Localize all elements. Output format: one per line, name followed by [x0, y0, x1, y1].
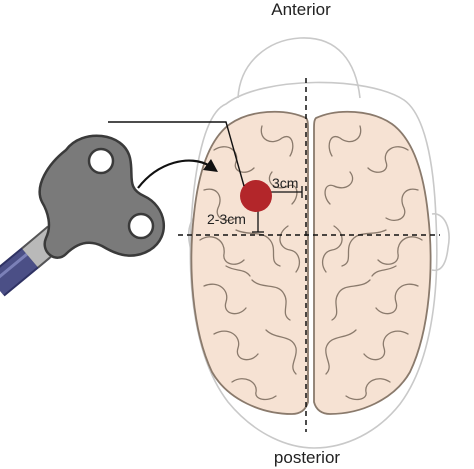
arrowhead-icon — [203, 159, 218, 172]
coil-to-target-leader — [108, 121, 245, 187]
coil-wing-hole-lower — [127, 212, 155, 240]
coil-wing-hole-upper — [87, 147, 115, 175]
brain — [190, 110, 432, 415]
right-hemisphere — [313, 110, 432, 415]
left-gyri — [199, 125, 301, 401]
stimulation-target-spot — [240, 180, 272, 212]
label-anterior: Anterior — [271, 0, 331, 19]
label-posterior: posterior — [274, 448, 340, 467]
distance-to-coronal-marker — [252, 208, 264, 233]
tms-coil-icon — [0, 134, 166, 297]
label-distance-coronal: 2-3cm — [207, 211, 246, 227]
label-distance-midline: 3cm — [272, 175, 298, 191]
right-gyri — [321, 125, 423, 401]
distance-to-midline-marker — [266, 186, 303, 198]
curved-arrow-icon — [137, 159, 211, 189]
